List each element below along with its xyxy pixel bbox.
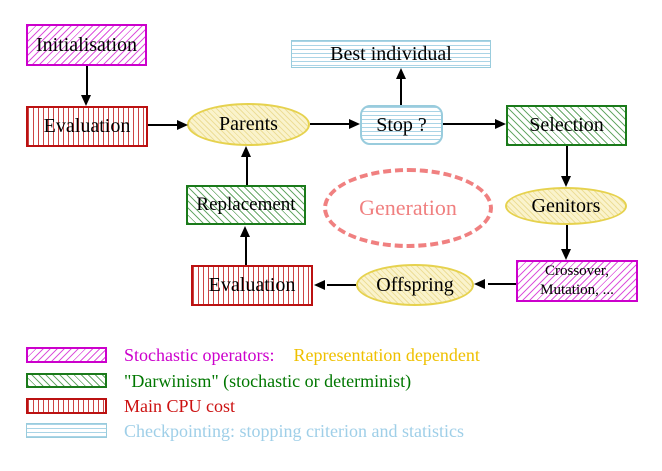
node-selection: Selection [506,105,627,146]
arrow-init-to-eval-line [86,66,88,96]
legend-swatch-stochastic [26,347,107,363]
arrow-stop-to-selection-line [443,123,496,125]
legend-label-stochastic: Stochastic operators: Representation dep… [124,345,480,366]
arrow-stop-to-best-head [396,68,406,79]
node-replacement: Replacement [186,185,306,225]
arrow-selection-to-genitors-line [566,146,568,177]
legend-swatch-darwinism [26,373,107,388]
arrow-replacement-to-parents-line [246,157,248,185]
node-parents: Parents [187,103,310,146]
legend-darwinism-text: "Darwinism" (stochastic or determinist) [124,371,412,391]
crossover-label-line1: Crossover, [545,263,609,280]
node-initialisation: Initialisation [26,24,147,66]
node-genitors: Genitors [505,187,627,225]
arrow-genitors-to-crossover-head [561,249,571,260]
arrow-offspring-to-eval-head [314,280,325,290]
node-best-individual: Best individual [291,40,491,68]
legend-checkpointing-text: Checkpointing: stopping criterion and st… [124,421,464,441]
crossover-label-line2: Mutation, ... [540,282,614,298]
legend-representation-text: Representation dependent [293,345,480,365]
arrow-genitors-to-crossover-line [566,225,568,250]
legend-stochastic-text: Stochastic operators: [124,345,275,365]
legend-swatch-cpu [26,398,107,414]
arrow-eval-to-parents-head [177,120,188,130]
arrow-replacement-to-parents-head [241,146,251,157]
node-generation: Generation [323,168,493,248]
arrow-eval-to-replacement-line [245,237,247,265]
arrow-eval-to-parents-line [148,124,178,126]
arrow-stop-to-selection-head [495,119,506,129]
arrow-parents-to-stop-line [310,123,350,125]
node-evaluation-top: Evaluation [26,106,148,147]
arrow-stop-to-best-line [400,79,402,105]
arrow-init-to-eval-head [81,95,91,106]
legend-cpu-text: Main CPU cost [124,396,236,416]
arrow-crossover-to-offspring-line [488,283,516,285]
arrow-offspring-to-eval-line [327,284,356,286]
arrow-crossover-to-offspring-head [474,279,485,289]
node-evaluation-bottom: Evaluation [191,265,313,306]
legend-swatch-checkpointing [26,423,107,438]
node-offspring: Offspring [356,264,474,306]
arrow-parents-to-stop-head [349,119,360,129]
node-stop: Stop ? [360,105,443,145]
arrow-eval-to-replacement-head [240,226,250,237]
node-crossover-mutation: Crossover, Mutation, ... [516,260,638,302]
arrow-selection-to-genitors-head [561,176,571,187]
